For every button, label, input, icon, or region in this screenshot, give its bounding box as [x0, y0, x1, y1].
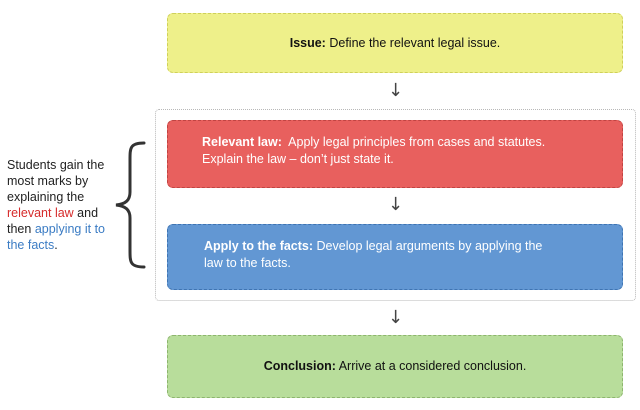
side-note-line-6: the facts.: [7, 237, 117, 253]
side-note-and: and: [73, 206, 99, 220]
arrow-down-icon: ↓: [388, 307, 404, 328]
arrow-down-icon: ↓: [388, 80, 404, 101]
issue-box: Issue: Define the relevant legal issue.: [167, 13, 623, 73]
highlight-applying: applying it to: [34, 222, 105, 236]
highlight-the-facts: the facts: [7, 238, 55, 252]
relevant-law-text-2: Explain the law – don’t just state it.: [202, 152, 394, 166]
conclusion-label: Conclusion:: [263, 359, 336, 373]
relevant-law-label: Relevant law:: [202, 135, 282, 149]
conclusion-content: Conclusion: Arrive at a considered concl…: [264, 358, 527, 375]
side-note-line-3: explaining the: [7, 190, 85, 204]
relevant-law-text-1: Apply legal principles from cases and st…: [288, 135, 546, 149]
relevant-law-box: Relevant law: Apply legal principles fro…: [167, 120, 623, 188]
side-note-line-2: most marks by: [7, 174, 89, 188]
side-note-line-1: Students gain the: [7, 158, 105, 172]
analysis-group-outline: [155, 109, 636, 301]
apply-to-facts-box: Apply to the facts: Develop legal argume…: [167, 224, 623, 290]
relevant-law-line-1: Relevant law: Apply legal principles fro…: [202, 134, 612, 151]
apply-text-2: law to the facts.: [204, 256, 291, 270]
apply-label: Apply to the facts:: [204, 239, 314, 253]
issue-label: Issue:: [289, 35, 326, 50]
side-note-line-5: then applying it to: [7, 221, 117, 237]
issue-content: Issue: Define the relevant legal issue.: [290, 35, 501, 52]
arrow-down-icon: ↓: [388, 194, 404, 215]
apply-text-1: Develop legal arguments by applying the: [316, 239, 543, 253]
apply-line-1: Apply to the facts: Develop legal argume…: [204, 238, 612, 255]
side-note-period: .: [54, 238, 58, 252]
issue-text: Define the relevant legal issue.: [329, 35, 501, 50]
side-note: Students gain the most marks by explaini…: [7, 157, 117, 253]
side-note-then: then: [7, 222, 35, 236]
conclusion-text: Arrive at a considered conclusion.: [338, 359, 527, 373]
curly-brace-icon: [115, 141, 146, 269]
highlight-relevant-law: relevant law: [7, 206, 74, 220]
conclusion-box: Conclusion: Arrive at a considered concl…: [167, 335, 623, 398]
side-note-line-4: relevant law and: [7, 205, 117, 221]
